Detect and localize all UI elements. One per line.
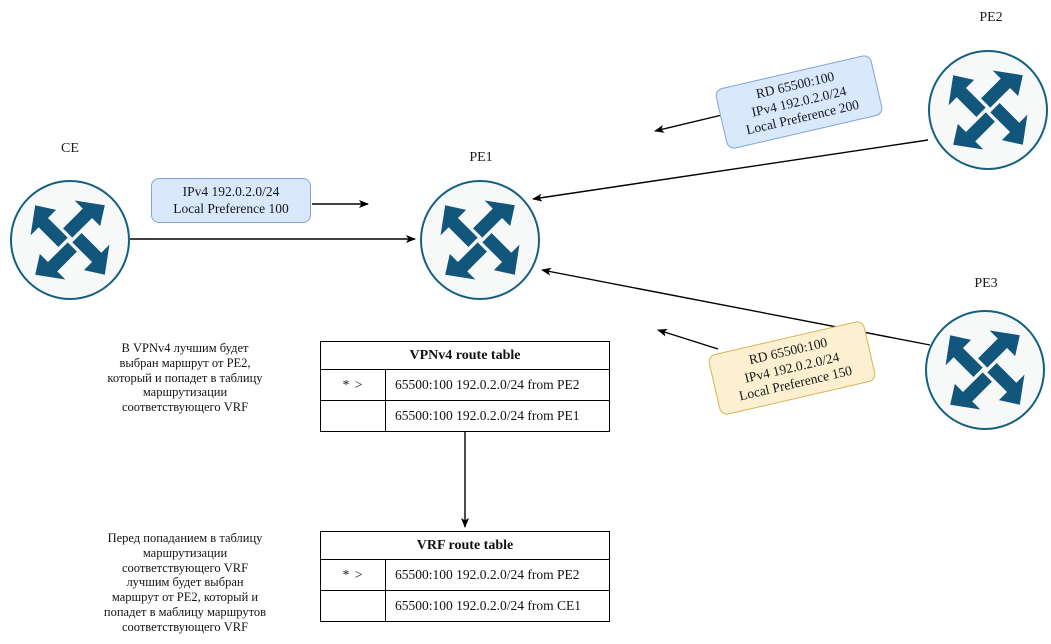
callout-ce-line2: Local Preference 100	[173, 200, 289, 216]
vrf-route-table: VRF route table * > 65500:100 192.0.2.0/…	[320, 531, 610, 622]
vpnv4-row1-flag	[320, 400, 386, 432]
table-header-row: VPNv4 route table	[320, 341, 610, 370]
callout-ce-to-pe1[interactable]: IPv4 192.0.2.0/24 Local Preference 100	[151, 178, 311, 223]
note-vpnv4-line: выбран маршрут от PE2,	[119, 355, 251, 370]
vpnv4-table-title: VPNv4 route table	[320, 341, 610, 370]
note-vrf-line: маршрут от PE2, который и	[111, 590, 259, 604]
node-label-ce: CE	[61, 141, 79, 156]
note-vpnv4-line: который и попадет в таблицу	[107, 370, 263, 385]
note-vrf-line: попадет в маблицу маршрутов	[103, 604, 267, 619]
link-pe2-to-pe1	[532, 139, 929, 202]
vpnv4-row1-route: 65500:100 192.0.2.0/24 from PE1	[385, 400, 610, 432]
note-vrf-line: лучшим будет выбран	[126, 575, 244, 590]
router-arrows-icon	[945, 330, 1025, 410]
link-pe3-to-pe1	[541, 267, 931, 346]
vrf-row1-flag	[320, 590, 386, 622]
router-pe2[interactable]	[928, 50, 1048, 170]
arrow-pe2-callout	[654, 114, 723, 133]
note-vpnv4-line: соответствующего VRF	[121, 400, 249, 414]
table-row[interactable]: * > 65500:100 192.0.2.0/24 from PE2	[320, 559, 610, 591]
note-vrf-line: соответствующего VRF	[121, 619, 249, 634]
vrf-row0-route: 65500:100 192.0.2.0/24 from PE2	[385, 559, 610, 591]
router-arrows-icon	[948, 70, 1028, 150]
vrf-table-title: VRF route table	[320, 531, 610, 560]
node-label-pe2: PE2	[979, 10, 1003, 25]
table-header-row: VRF route table	[320, 531, 610, 560]
router-pe3[interactable]	[925, 310, 1045, 430]
router-arrows-icon	[440, 200, 520, 280]
router-pe1[interactable]	[420, 180, 540, 300]
table-row[interactable]: 65500:100 192.0.2.0/24 from CE1	[320, 590, 610, 622]
vrf-row0-flag: * >	[320, 559, 386, 591]
arrow-pe3-callout	[657, 328, 719, 350]
note-vrf-selection: Перед попаданием в таблицу маршрутизации…	[60, 531, 310, 634]
vpnv4-route-table: VPNv4 route table * > 65500:100 192.0.2.…	[320, 341, 610, 432]
router-ce[interactable]	[10, 180, 130, 300]
node-label-pe3: PE3	[974, 276, 998, 291]
vpnv4-row0-flag: * >	[320, 369, 386, 401]
note-vrf-line: соответствующего VRF	[121, 560, 249, 575]
note-vpnv4-line: В VPNv4 лучшим будет	[121, 341, 249, 355]
table-row[interactable]: * > 65500:100 192.0.2.0/24 from PE2	[320, 369, 610, 401]
vpnv4-row0-route: 65500:100 192.0.2.0/24 from PE2	[385, 369, 610, 401]
note-vrf-line: маршрутизации	[142, 545, 228, 560]
note-vrf-line: Перед попаданием в таблицу	[107, 531, 263, 545]
callout-ce-line1: IPv4 192.0.2.0/24	[182, 184, 280, 200]
note-vpnv4-line: маршрутизации	[142, 385, 228, 400]
node-label-pe1: PE1	[469, 150, 493, 165]
vrf-row1-route: 65500:100 192.0.2.0/24 from CE1	[385, 590, 610, 622]
note-vpnv4-selection: В VPNv4 лучшим будет выбран маршрут от P…	[60, 341, 310, 415]
table-row[interactable]: 65500:100 192.0.2.0/24 from PE1	[320, 400, 610, 432]
router-arrows-icon	[30, 200, 110, 280]
